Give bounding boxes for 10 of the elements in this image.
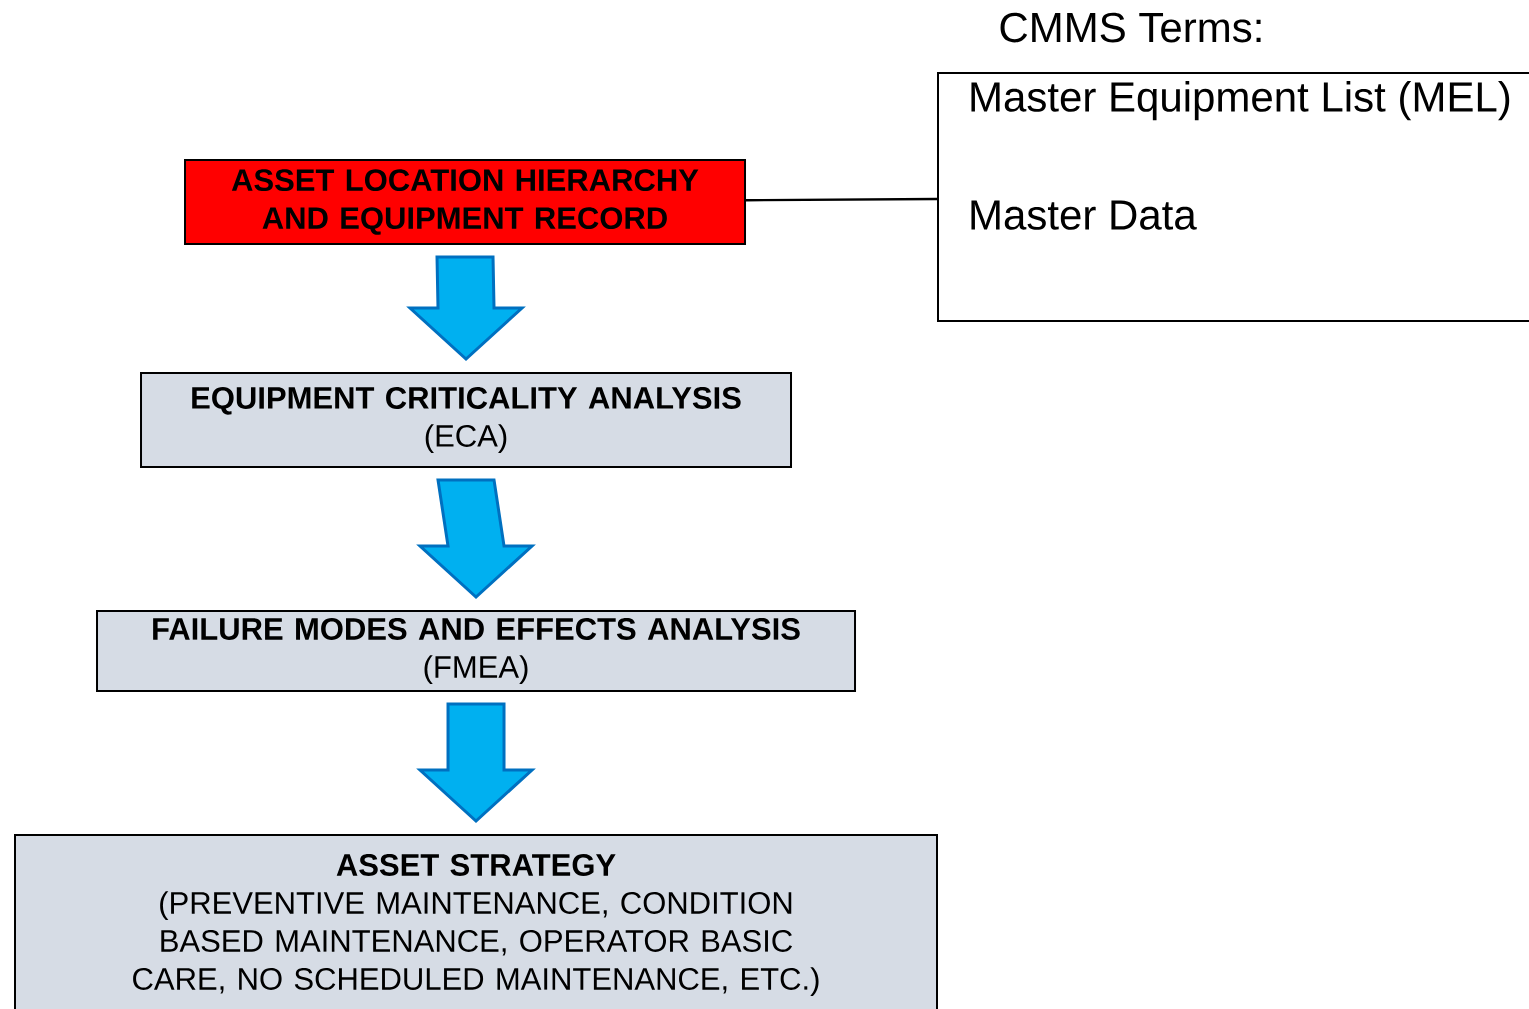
connector-line [746,197,937,202]
block-arrow [416,478,536,600]
process-box: EQUIPMENT CRITICALITY ANALYSIS (ECA) [140,372,792,468]
heading: CMMS Terms: [1000,12,1261,43]
process-box: FAILURE MODES AND EFFECTS ANALYSIS (FMEA) [96,610,856,692]
process-box: ASSET STRATEGY (PREVENTIVE MAINTENANCE, CONDITION BASED MAINTENANCE, OPERATOR BASIC CARE, NO SCHEDULED MAINTENANCE, ETC.) [14,834,938,1009]
block-arrow [416,702,536,824]
block-arrow [406,255,526,362]
terms-box: Master Equipment List (MEL) Master Data [937,72,1529,322]
process-box: ASSET LOCATION HIERARCHY AND EQUIPMENT RECORD [184,159,746,245]
